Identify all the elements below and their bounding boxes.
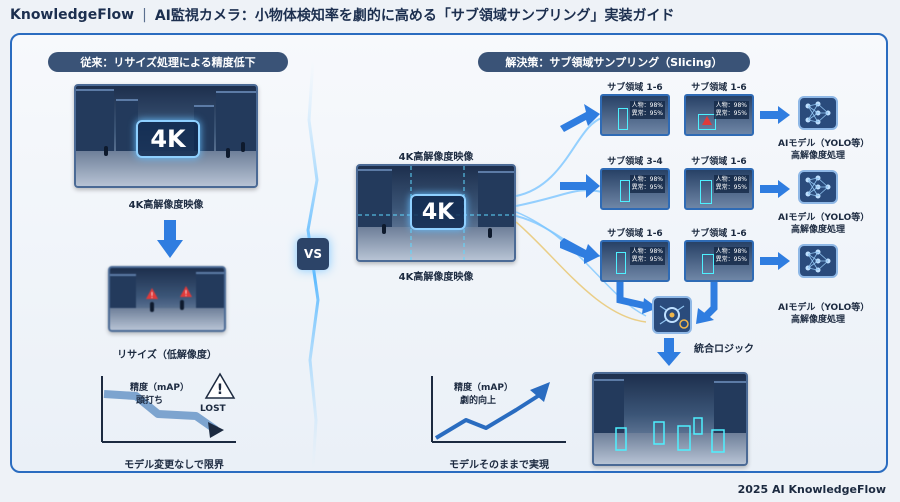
left-graph-label-2: 頭打ち [136, 396, 164, 406]
left-resized-caption: リサイズ（低解像度） [117, 350, 217, 361]
merge-logic-block [652, 296, 692, 334]
sub-region-tile: 人物：98%異常：95% [600, 94, 670, 136]
left-4k-text: 4K [150, 125, 186, 153]
tile-conf-person: 人物：98% [631, 248, 663, 255]
sub-region-tile: 人物：98%異常：95% [684, 168, 754, 210]
tile-conf-person: 人物：98% [715, 102, 747, 109]
right-graph-caption: モデルそのままで実現 [449, 460, 549, 471]
right-pill-label: 解決策：サブ領域サンプリング（Slicing） [505, 56, 723, 69]
tile-label-2: サブ領域 1-6 [691, 83, 747, 93]
ai-model-label-2: AIモデル（YOLO等） [778, 213, 870, 223]
right-source-scene: 4K [356, 164, 516, 262]
tile-label-3: サブ領域 3-4 [607, 157, 663, 167]
sub-region-tile: 人物：98%異常：95% [600, 168, 670, 210]
warning-icon: ! [180, 286, 192, 297]
sub-region-tile: 人物：98%異常：95% [684, 94, 754, 136]
flow-arrow [560, 238, 600, 264]
ai-model-block [798, 96, 838, 130]
sub-region-tile: 人物：98%異常：95% [600, 240, 670, 282]
tile-label-1: サブ領域 1-6 [607, 83, 663, 93]
neural-network-icon [805, 249, 831, 273]
ai-model-block [798, 244, 838, 278]
neural-network-icon [805, 175, 831, 199]
sub-region-tile: 人物：98%異常：95% [684, 240, 754, 282]
tile-label-4: サブ領域 1-6 [691, 157, 747, 167]
left-accuracy-graph: ! [101, 372, 236, 443]
left-source-caption: 4K高解像度映像 [128, 200, 204, 211]
left-pill-label: 従来：リサイズ処理による精度低下 [80, 56, 256, 69]
arrow-right [760, 106, 790, 124]
ai-model-sub-3: 高解像度処理 [790, 315, 845, 325]
right-source-title: 4K高解像度映像 [398, 152, 474, 163]
brand: KnowledgeFlow [10, 7, 135, 23]
left-graph-caption: モデル変更なしで限界 [124, 460, 224, 471]
tile-label-6: サブ領域 1-6 [691, 229, 747, 239]
merge-arrows [616, 282, 718, 324]
tile-conf-anomaly: 異常：95% [631, 110, 663, 117]
detection-boxes [615, 417, 725, 453]
header: KnowledgeFlow | AI監視カメラ：小物体検知率を劇的に高める「サブ… [0, 0, 900, 30]
lost-label: LOST [200, 404, 226, 414]
arrow-right [760, 252, 790, 270]
tile-conf-person: 人物：98% [715, 248, 747, 255]
right-graph-label-2: 劇的向上 [460, 396, 497, 406]
tile-conf-person: 人物：98% [715, 176, 747, 183]
down-arrow-result [657, 338, 681, 366]
flow-arrow [560, 104, 600, 132]
left-source-scene: 4K [74, 84, 258, 188]
left-graph-label-1: 精度（mAP） [130, 383, 189, 393]
left-4k-badge: 4K [136, 120, 200, 158]
tile-conf-anomaly: 異常：95% [715, 110, 747, 117]
tile-conf-anomaly: 異常：95% [631, 184, 663, 191]
left-resized-scene: ! ! [108, 266, 226, 332]
footer-copyright: 2025 AI KnowledgeFlow [737, 483, 886, 496]
tile-conf-person: 人物：98% [631, 176, 663, 183]
result-scene [592, 372, 748, 466]
ai-model-sub-2: 高解像度処理 [790, 225, 845, 235]
gear-icon [659, 305, 689, 329]
merge-label: 統合ロジック [694, 344, 754, 355]
ai-model-sub-1: 高解像度処理 [790, 151, 845, 161]
header-separator: | [142, 7, 147, 23]
warning-icon: ! [146, 288, 158, 299]
tile-conf-person: 人物：98% [631, 102, 663, 109]
flow-arrow [560, 174, 600, 198]
page-title: AI監視カメラ：小物体検知率を劇的に高める「サブ領域サンプリング」実装ガイド [154, 8, 675, 24]
svg-text:!: ! [150, 291, 153, 299]
right-4k-badge: 4K [410, 194, 466, 230]
svg-text:!: ! [217, 382, 223, 398]
tile-conf-anomaly: 異常：95% [631, 256, 663, 263]
ai-model-block [798, 170, 838, 204]
arrow-right [760, 180, 790, 198]
svg-text:!: ! [184, 289, 187, 297]
tile-label-5: サブ領域 1-6 [607, 229, 663, 239]
left-pill: 従来：リサイズ処理による精度低下 [48, 52, 288, 72]
right-accuracy-graph [431, 376, 566, 443]
ai-model-label-1: AIモデル（YOLO等） [778, 139, 870, 149]
warning-icon [702, 116, 712, 125]
vs-badge: VS [297, 238, 329, 270]
right-graph-label-1: 精度（mAP） [454, 383, 513, 393]
right-4k-text: 4K [421, 199, 455, 225]
right-source-caption: 4K高解像度映像 [398, 272, 474, 283]
right-pill: 解決策：サブ領域サンプリング（Slicing） [478, 52, 750, 72]
left-down-arrow [157, 220, 183, 258]
vs-text: VS [304, 247, 322, 261]
tile-conf-anomaly: 異常：95% [715, 256, 747, 263]
tile-conf-anomaly: 異常：95% [715, 184, 747, 191]
ai-model-label-3: AIモデル（YOLO等） [778, 303, 870, 313]
neural-network-icon [805, 101, 831, 125]
